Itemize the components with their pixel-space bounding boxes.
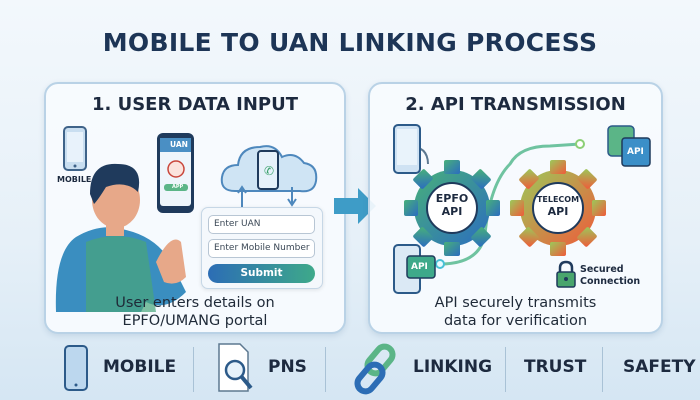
connector-lines bbox=[407, 139, 585, 269]
epfo-gear-icon bbox=[404, 160, 500, 256]
step-1-caption: User enters details on EPFO/UMANG portal bbox=[46, 294, 344, 330]
mobile-icon bbox=[63, 126, 87, 171]
gear-label-line: TELECOM bbox=[536, 195, 580, 204]
server-api-icon bbox=[607, 125, 651, 167]
api-device-icon bbox=[393, 244, 436, 294]
document-search-icon bbox=[218, 343, 253, 392]
footer-item-pns: PNS bbox=[268, 357, 307, 377]
footer-item-safety: SAFETY bbox=[623, 357, 696, 377]
footer-item-linking: LINKING bbox=[413, 357, 493, 377]
gear-label-line: API bbox=[547, 205, 569, 218]
caption-line: data for verification bbox=[443, 313, 588, 329]
step-2-caption: API securely transmits data for verificat… bbox=[370, 294, 661, 330]
device-api-label: API bbox=[411, 262, 428, 272]
svg-text:✆: ✆ bbox=[264, 164, 274, 178]
divider bbox=[505, 347, 506, 392]
secured-line: Secured bbox=[580, 264, 624, 275]
secured-line: Connection bbox=[580, 276, 641, 287]
caption-line: EPFO/UMANG portal bbox=[122, 313, 268, 329]
server-api-label: API bbox=[627, 147, 644, 157]
gear-label-line: EPFO bbox=[435, 192, 469, 205]
person-illustration bbox=[55, 163, 187, 312]
mobile-icon bbox=[64, 345, 88, 391]
caption-line: API securely transmits bbox=[434, 295, 597, 311]
gear-label-line: API bbox=[441, 205, 463, 218]
link-icon bbox=[354, 343, 396, 395]
app-button[interactable]: APP bbox=[172, 184, 184, 190]
mobile-label: MOBILE bbox=[57, 175, 92, 184]
divider bbox=[193, 347, 194, 392]
footer-item-mobile: MOBILE bbox=[103, 357, 177, 377]
divider bbox=[602, 347, 603, 392]
footer-bar: MOBILE PNS LINKING TRUST SAFETY bbox=[0, 337, 700, 400]
step-1-panel: 1. USER DATA INPUT MOBILE UAN APP ✆ Ente… bbox=[44, 82, 346, 334]
cloud-phone-icon: ✆ bbox=[220, 145, 318, 207]
lock-icon bbox=[556, 260, 576, 288]
step-1-heading: 1. USER DATA INPUT bbox=[91, 94, 299, 115]
uan-input[interactable]: Enter UAN bbox=[208, 215, 315, 234]
page-title: MOBILE TO UAN LINKING PROCESS bbox=[102, 28, 598, 57]
mobile-number-input[interactable]: Enter Mobile Number bbox=[208, 239, 315, 258]
arrow-icon bbox=[334, 188, 376, 224]
divider bbox=[325, 347, 326, 392]
step-2-heading: 2. API TRANSMISSION bbox=[405, 94, 626, 115]
footer-item-trust: TRUST bbox=[524, 357, 587, 377]
phone-header-text: UAN bbox=[170, 140, 188, 149]
tablet-icon bbox=[393, 124, 421, 174]
telecom-gear-icon bbox=[510, 160, 606, 256]
phone-app-illustration bbox=[157, 133, 194, 213]
caption-line: User enters details on bbox=[115, 295, 275, 311]
submit-button[interactable]: Submit bbox=[208, 264, 315, 283]
